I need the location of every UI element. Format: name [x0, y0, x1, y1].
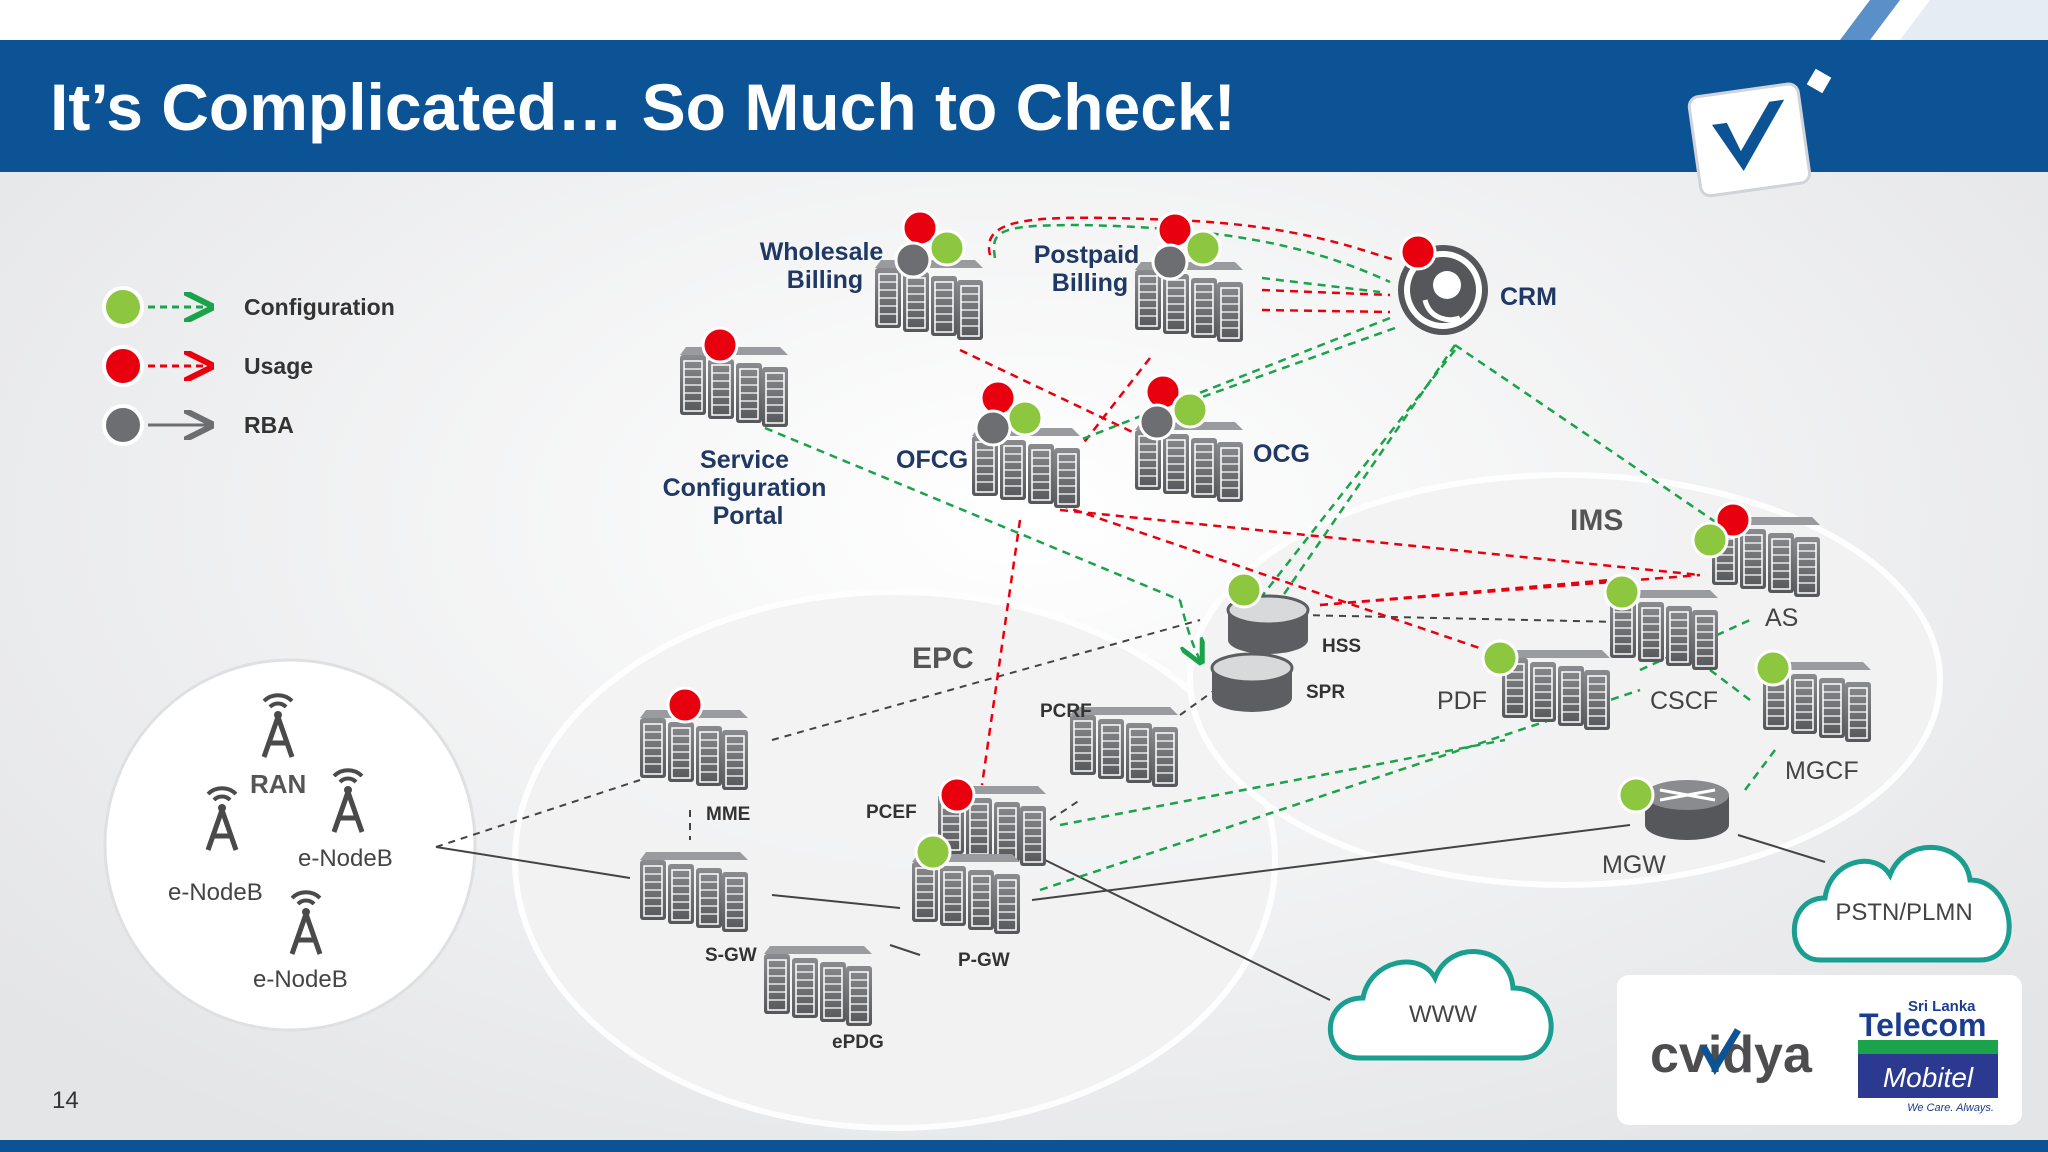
legend-usage-label: Usage: [244, 353, 313, 379]
slt-logo-top: Sri Lanka: [1908, 998, 1976, 1015]
epc-region: [512, 589, 1278, 1131]
mgw-label: MGW: [1602, 851, 1666, 879]
epc-label: EPC: [912, 642, 974, 675]
checkmark-logo-icon: [1687, 82, 1812, 198]
mgcf-label: MGCF: [1785, 757, 1859, 785]
as-label: AS: [1765, 604, 1798, 632]
spr-label: SPR: [1306, 682, 1345, 703]
legend-rba-dot: [102, 404, 144, 446]
node-labels: Wholesale Billing Postpaid Billing CRM S…: [168, 238, 1859, 1053]
hss-label: HSS: [1322, 636, 1361, 657]
pcef-label: PCEF: [866, 802, 917, 823]
pstn-cloud: [1791, 845, 2012, 963]
page-number: 14: [52, 1087, 79, 1114]
postpaid-billing-label-line2: Billing: [1052, 269, 1128, 297]
ran-label: RAN: [250, 769, 306, 799]
legend-rba-label: RBA: [244, 412, 294, 438]
cvidya-check-icon: [1699, 1028, 1741, 1076]
www-cloud: [1327, 949, 1554, 1061]
slt-logo-main: Telecom: [1859, 1007, 1986, 1043]
mme-label: MME: [706, 804, 750, 825]
ocg-label: OCG: [1253, 440, 1310, 468]
service-portal-label: Service Configuration Portal: [663, 446, 834, 530]
postpaid-billing-label-line1: Postpaid: [1034, 241, 1140, 269]
ofcg-label: OFCG: [896, 446, 968, 474]
cscf-label: CSCF: [1650, 687, 1718, 715]
slt-mobitel-logo: Sri Lanka Telecom Mobitel We Care. Alway…: [1858, 998, 1998, 1114]
signalling-links: [435, 614, 1621, 848]
ims-label: IMS: [1570, 504, 1623, 537]
legend: Configuration Usage RBA: [102, 286, 395, 446]
service-portal-label-line3: Portal: [713, 502, 784, 530]
enodeb-label: e-NodeB: [168, 879, 263, 906]
configuration-links: [764, 223, 1776, 892]
service-portal-label-line2: Configuration: [663, 474, 827, 502]
enodeb-label: e-NodeB: [253, 966, 348, 993]
legend-usage-dot: [102, 345, 144, 387]
mobitel-tagline: We Care. Always.: [1907, 1102, 1994, 1114]
wholesale-billing-label-line2: Billing: [787, 266, 863, 294]
mgw-router-icon: [1645, 780, 1729, 840]
usage-links: [959, 216, 1701, 786]
pcrf-label: PCRF: [1040, 701, 1092, 722]
crm-label: CRM: [1500, 283, 1557, 311]
legend-config-label: Configuration: [244, 294, 395, 320]
enodeb-label: e-NodeB: [298, 845, 393, 872]
epdg-label: ePDG: [832, 1032, 884, 1053]
pdf-label: PDF: [1437, 687, 1487, 715]
sgw-label: S-GW: [705, 945, 757, 966]
pgw-label: P-GW: [958, 950, 1010, 971]
page-title: It’s Complicated… So Much to Check!: [50, 70, 1236, 144]
rba-links: [435, 824, 1826, 1001]
spr-database-icon: [1210, 652, 1294, 712]
pstn-label: PSTN/PLMN: [1835, 899, 1972, 926]
postpaid-billing-label: Postpaid Billing: [1034, 241, 1147, 297]
status-dots: [666, 209, 1792, 871]
service-portal-label-line1: Service: [700, 446, 789, 474]
mobitel-logo-text: Mobitel: [1883, 1062, 1974, 1093]
wholesale-billing-label-line1: Wholesale: [760, 238, 884, 266]
wholesale-billing-label: Wholesale Billing: [760, 238, 891, 294]
legend-config-dot: [102, 286, 144, 328]
www-label: WWW: [1409, 1001, 1477, 1028]
ran-region: [103, 658, 477, 1032]
